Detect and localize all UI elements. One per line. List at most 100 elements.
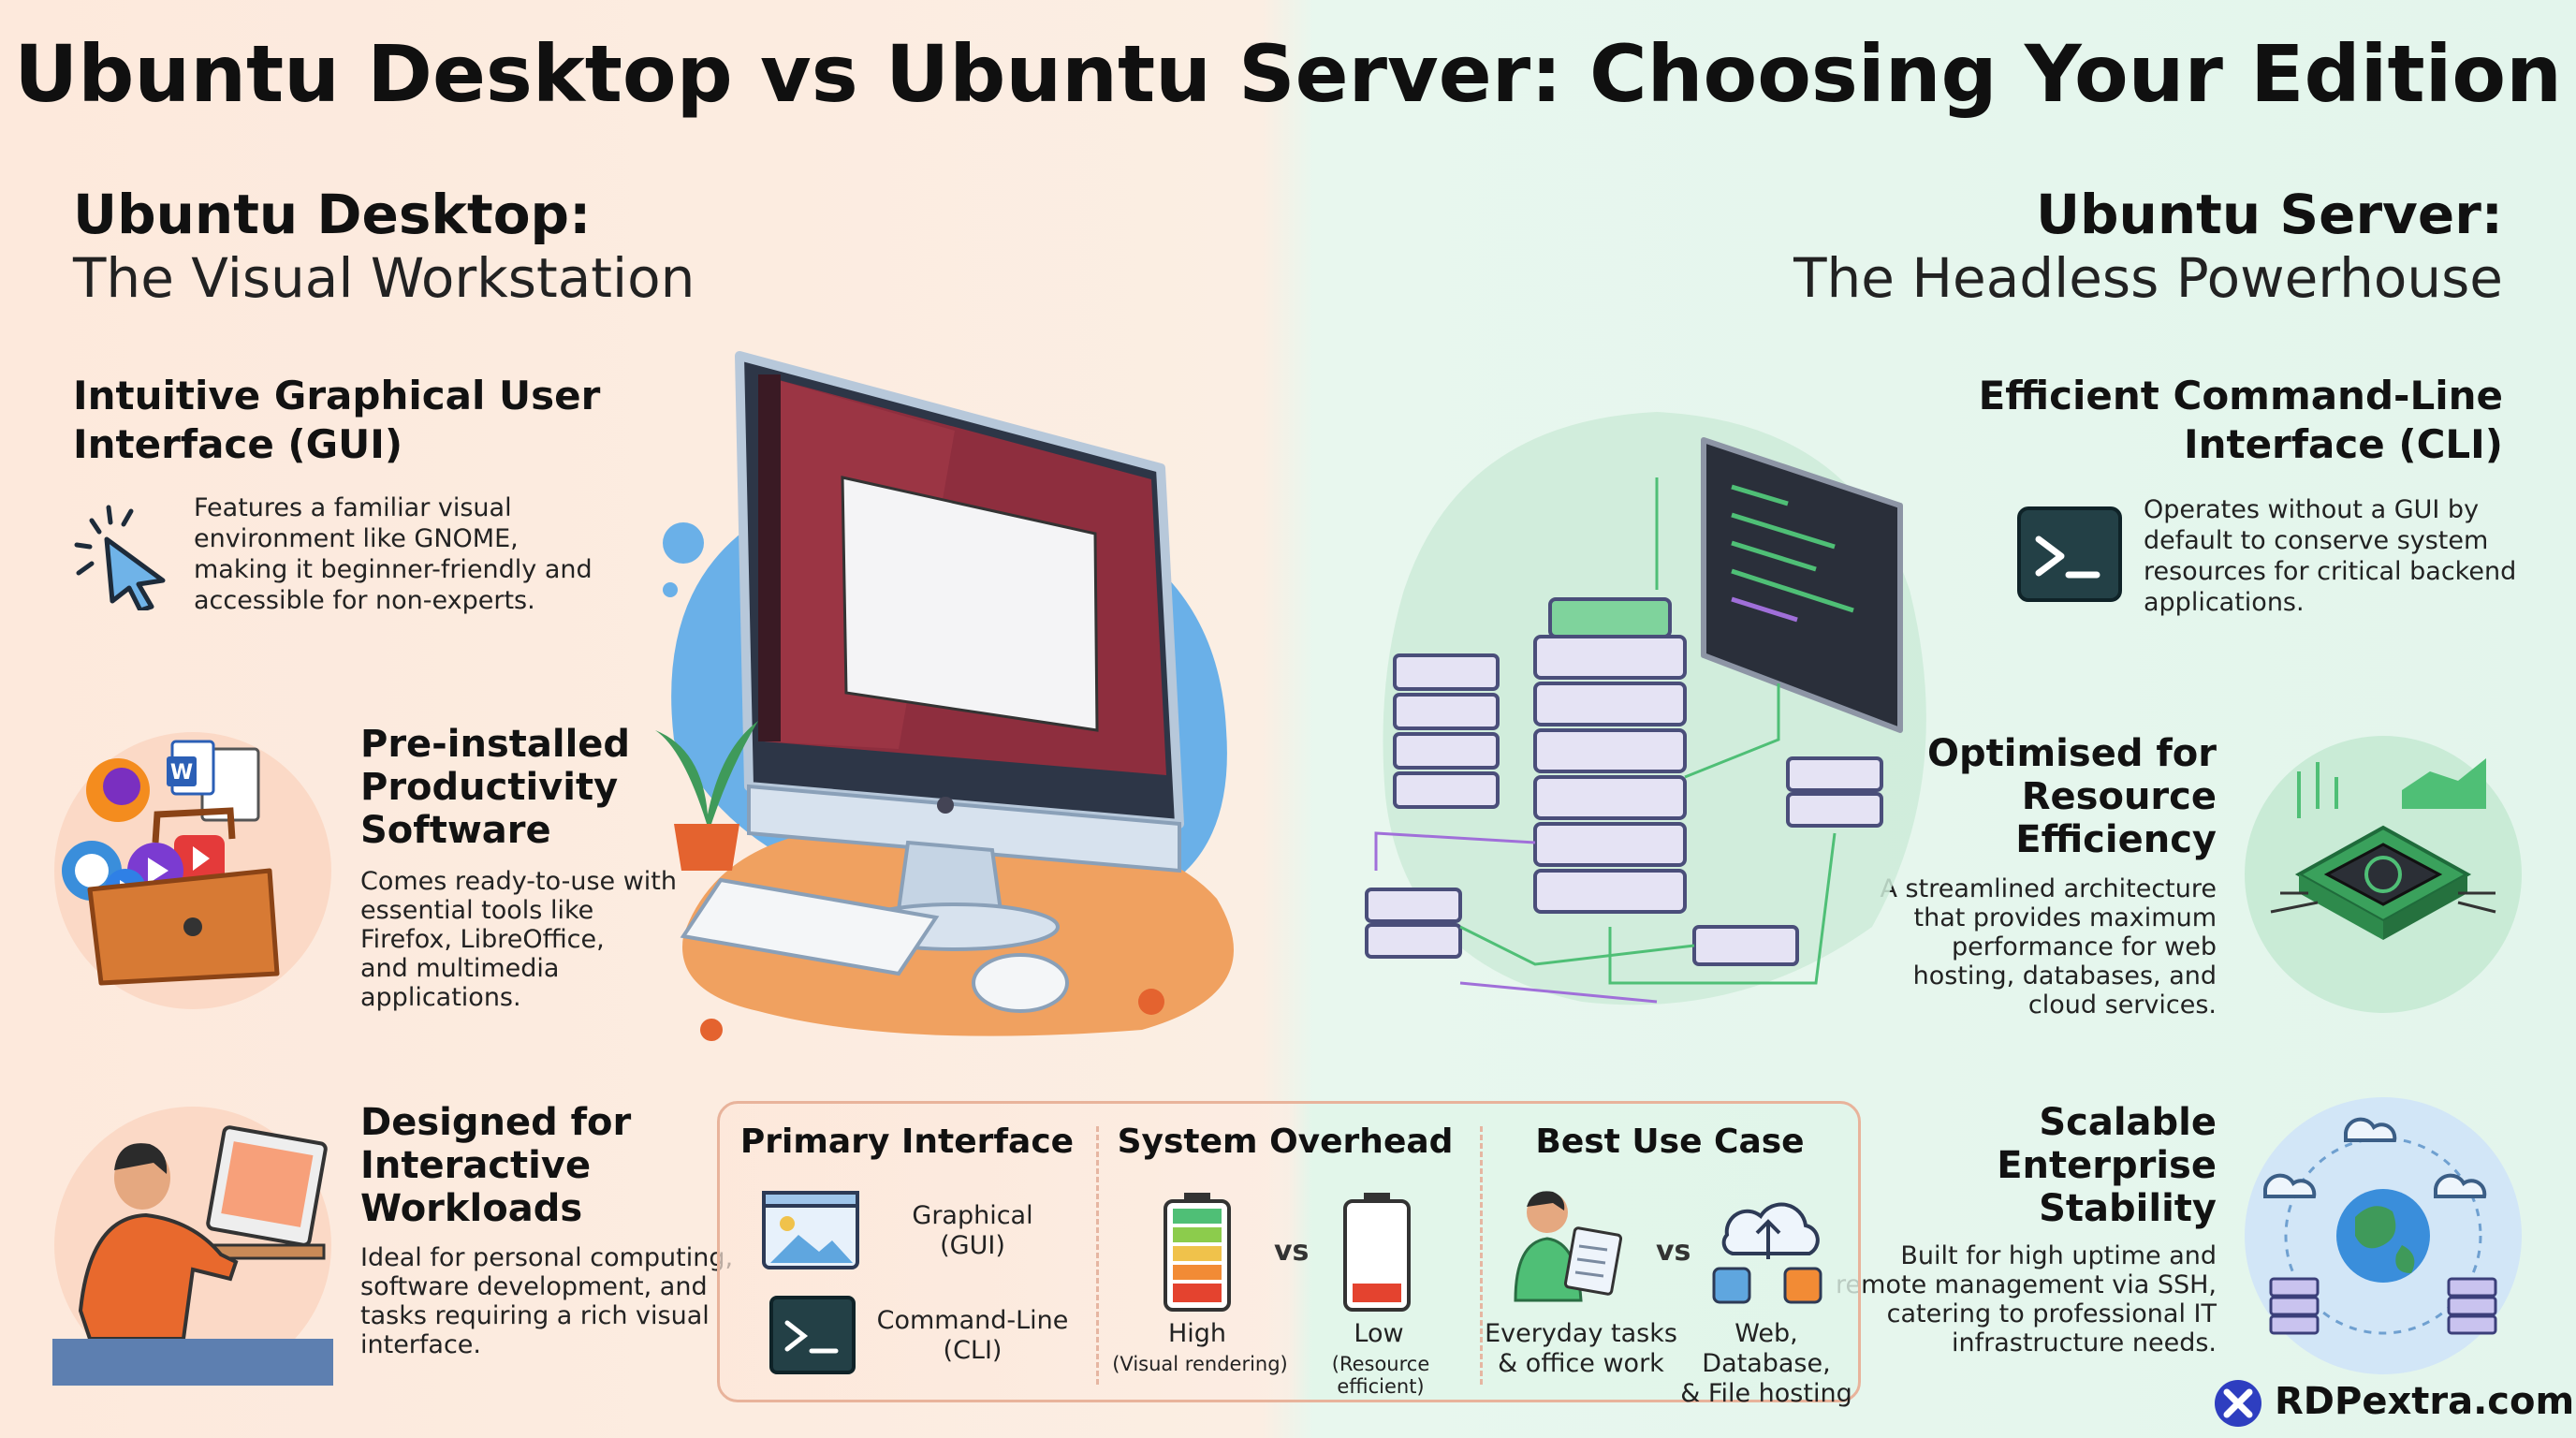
label-line: (GUI)	[940, 1231, 1005, 1260]
text-line: hosting, databases, and	[1912, 961, 2217, 990]
battery-low-icon	[1343, 1193, 1411, 1312]
cursor-click-icon	[74, 505, 166, 610]
desktop-computer-illustration	[655, 351, 1234, 1041]
terminal-icon	[769, 1296, 856, 1374]
column-header-overhead: System Overhead	[1117, 1123, 1454, 1161]
desktop-feature-software-title: Pre-installed Productivity Software	[360, 723, 630, 852]
page-title: Ubuntu Desktop vs Ubuntu Server: Choosin…	[14, 28, 2562, 120]
text-line: remote management via SSH,	[1836, 1270, 2217, 1299]
terminal-icon	[2017, 506, 2122, 602]
server-feature-stability-text: Built for high uptime and remote managem…	[1836, 1241, 2217, 1357]
person-laptop-icon	[52, 1107, 333, 1386]
desktop-feature-workloads-text: Ideal for personal computing, software d…	[360, 1243, 733, 1359]
text-line: essential tools like	[360, 896, 594, 925]
brand-logo-icon	[2215, 1380, 2261, 1427]
title-line: Software	[360, 809, 551, 852]
use-case-desktop-label: Everyday tasks & office work	[1482, 1319, 1680, 1379]
text-line: catering to professional IT	[1886, 1299, 2217, 1328]
text-line: Features a familiar visual	[194, 493, 512, 522]
text-line: applications.	[360, 983, 521, 1012]
column-divider	[1096, 1126, 1099, 1385]
title-line: Enterprise	[1997, 1144, 2217, 1187]
desktop-feature-workloads-title: Designed for Interactive Workloads	[360, 1101, 631, 1230]
text-line: that provides maximum	[1913, 903, 2217, 932]
title-line: Stability	[2039, 1187, 2217, 1230]
desktop-feature-gui-text: Features a familiar visual environment l…	[194, 492, 593, 616]
chip-icon	[2245, 736, 2522, 1013]
overhead-high-label: High	[1167, 1319, 1227, 1348]
text-line: performance for web	[1951, 932, 2217, 961]
text-line: Firefox, LibreOffice,	[360, 925, 605, 954]
title-line: Efficiency	[2015, 818, 2217, 861]
server-feature-cli-title: Efficient Command-Line Interface (CLI)	[1979, 372, 2503, 469]
server-feature-efficiency-text: A streamlined architecture that provides…	[1881, 874, 2217, 1020]
title-line: Interface (CLI)	[2183, 421, 2503, 467]
desktop-subheading: The Visual Workstation	[73, 246, 695, 310]
column-divider	[1480, 1126, 1483, 1385]
text-line: resources for critical backend	[2144, 557, 2517, 586]
server-rack-illustration	[1365, 412, 1926, 1005]
title-line: Interface (GUI)	[73, 421, 403, 467]
image-window-icon	[762, 1191, 859, 1269]
server-subheading: The Headless Powerhouse	[1793, 246, 2503, 310]
title-line: Intuitive Graphical User	[73, 373, 601, 418]
label-line: Everyday tasks	[1485, 1319, 1677, 1348]
server-heading: Ubuntu Server:	[2035, 183, 2503, 246]
cloud-database-icon	[1712, 1202, 1822, 1304]
text-line: cloud services.	[2027, 990, 2217, 1020]
desktop-heading: Ubuntu Desktop:	[73, 183, 592, 246]
text-line: Operates without a GUI by	[2144, 495, 2480, 524]
label-line: Command-Line	[876, 1306, 1069, 1335]
overhead-low-label: Low	[1354, 1319, 1404, 1348]
title-line: Productivity	[360, 766, 619, 809]
title-line: Workloads	[360, 1187, 583, 1230]
text-line: accessible for non-experts.	[194, 586, 535, 615]
label-line: & office work	[1498, 1349, 1664, 1378]
svg-text:W: W	[170, 761, 193, 785]
server-feature-efficiency-title: Optimised for Resource Efficiency	[1927, 732, 2217, 861]
label-line: Web, Database,	[1702, 1319, 1831, 1378]
server-feature-stability-title: Scalable Enterprise Stability	[1997, 1101, 2217, 1230]
label-line: (CLI)	[943, 1336, 1003, 1365]
text-line: default to conserve system	[2144, 526, 2489, 555]
text-line: applications.	[2144, 588, 2305, 617]
label-line: & File hosting	[1680, 1379, 1852, 1408]
person-document-icon	[1514, 1191, 1622, 1302]
title-line: Resource	[2021, 775, 2217, 818]
comparison-table: Primary Interface System Overhead Best U…	[717, 1101, 1861, 1408]
server-feature-cli-text: Operates without a GUI by default to con…	[2144, 494, 2516, 618]
text-line: tasks requiring a rich visual	[360, 1301, 710, 1330]
text-line: infrastructure needs.	[1952, 1328, 2217, 1357]
globe-cloud-icon	[2245, 1097, 2522, 1374]
title-line: Interactive	[360, 1144, 592, 1187]
interface-cli-label: Command-Line (CLI)	[870, 1306, 1076, 1366]
use-case-server-label: Web, Database, & File hosting	[1673, 1319, 1860, 1409]
text-line: Ideal for personal computing,	[360, 1243, 734, 1272]
text-line: interface.	[360, 1330, 482, 1359]
text-line: and multimedia	[360, 954, 560, 983]
title-line: Pre-installed	[360, 723, 631, 766]
text-line: software development, and	[360, 1272, 708, 1301]
desktop-feature-software-text: Comes ready-to-use with essential tools …	[360, 867, 677, 1012]
brand-link[interactable]: RDPextra.com	[2275, 1380, 2575, 1423]
label-line: Graphical	[912, 1201, 1033, 1230]
interface-gui-label: Graphical (GUI)	[879, 1201, 1066, 1261]
title-line: Optimised for	[1927, 732, 2217, 775]
use-case-vs-label: vs	[1656, 1235, 1691, 1268]
title-line: Efficient Command-Line	[1978, 373, 2503, 418]
text-line: Built for high uptime and	[1900, 1241, 2217, 1270]
column-header-use-case: Best Use Case	[1535, 1123, 1805, 1161]
title-line: Scalable	[2039, 1101, 2217, 1144]
overhead-low-note: (Resource efficient)	[1331, 1353, 1430, 1398]
overhead-vs-label: vs	[1274, 1235, 1310, 1268]
desktop-feature-gui-title: Intuitive Graphical User Interface (GUI)	[73, 372, 600, 469]
text-line: making it beginner-friendly and	[194, 555, 593, 584]
title-line: Designed for	[360, 1101, 632, 1144]
text-line: A streamlined architecture	[1880, 874, 2217, 903]
column-header-interface: Primary Interface	[739, 1123, 1075, 1161]
overhead-high-note: (Visual rendering)	[1112, 1353, 1288, 1375]
toolbox-icon: W	[54, 732, 331, 1009]
battery-full-icon	[1164, 1193, 1231, 1312]
text-line: Comes ready-to-use with	[360, 867, 677, 896]
text-line: environment like GNOME,	[194, 524, 519, 553]
